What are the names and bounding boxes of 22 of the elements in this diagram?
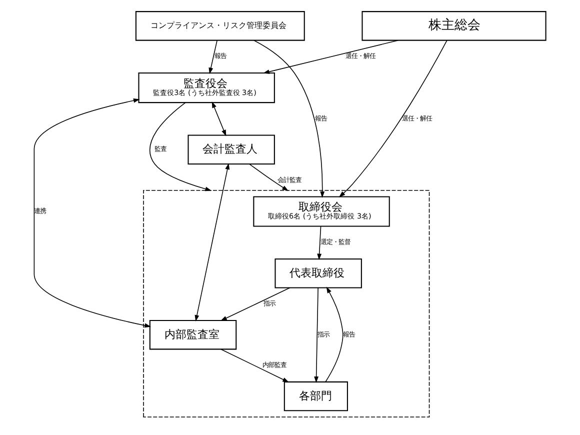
arrow xyxy=(338,40,448,198)
arrow xyxy=(220,287,290,321)
node-box: 内部監査室 xyxy=(149,320,237,350)
node-box: 監査役会 監査役3名 (うち社外監査役 3名) xyxy=(138,72,275,104)
arrow xyxy=(150,102,212,192)
arrow xyxy=(262,40,399,74)
arrow xyxy=(34,98,152,328)
node-box: コンプライアンス・リスク管理委員会 xyxy=(135,11,305,41)
arrow xyxy=(253,40,325,198)
node-box: 会計監査人 xyxy=(188,134,275,165)
arrow xyxy=(194,163,230,322)
node-box: 株主総会 xyxy=(362,11,546,41)
node-box: 取締役会 取締役6名 (うち社外取締役 3名) xyxy=(253,196,390,227)
node-box: 各部門 xyxy=(284,381,348,412)
arrow xyxy=(317,226,322,260)
arrow xyxy=(212,101,226,136)
arrow xyxy=(249,164,289,192)
arrow xyxy=(220,348,290,382)
arrow xyxy=(325,286,344,382)
arrow xyxy=(314,287,319,383)
arrow xyxy=(208,40,218,74)
node-box: 代表取締役 xyxy=(274,258,362,288)
